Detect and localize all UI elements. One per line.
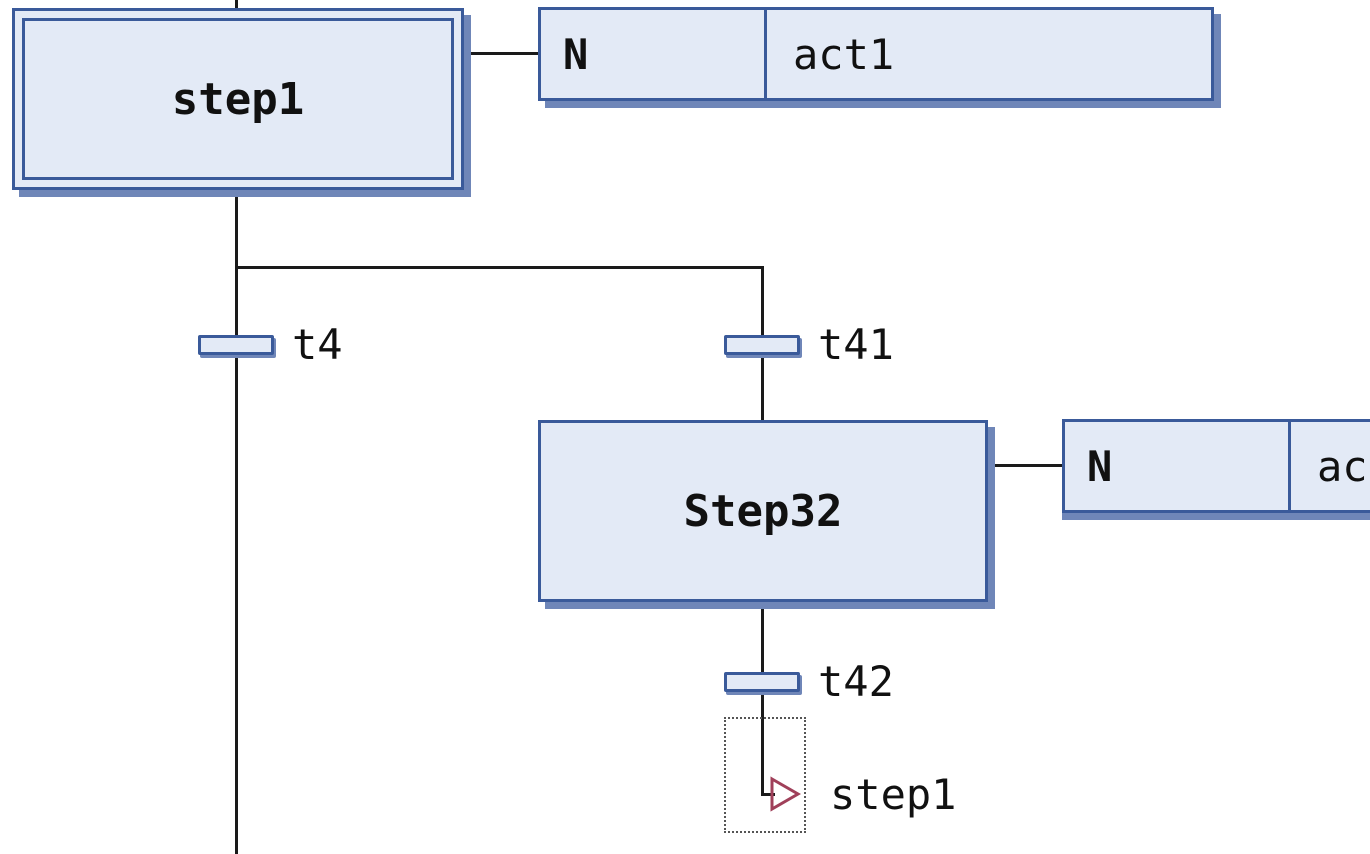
step-label: step1 — [171, 73, 305, 125]
action-block-step1[interactable]: N act1 — [538, 7, 1214, 101]
link-step32-action — [988, 464, 1064, 467]
jump-target-label: step1 — [830, 770, 957, 819]
qualifier-text: N — [563, 29, 589, 79]
link-step32-down — [761, 600, 764, 796]
transition-label-t4: t4 — [292, 320, 343, 369]
transition-t42[interactable] — [724, 672, 800, 692]
link-step1-down — [235, 190, 238, 854]
step-step32[interactable]: Step32 — [538, 420, 988, 602]
action-qualifier: N — [541, 10, 767, 98]
link-jump-foot — [761, 793, 775, 796]
transition-label-t42: t42 — [818, 657, 894, 706]
step-step1[interactable]: step1 — [12, 8, 464, 190]
link-top-to-step1 — [235, 0, 238, 12]
transition-t4[interactable] — [198, 335, 274, 355]
action-name: act1 — [767, 10, 894, 98]
jump-arrow-icon — [770, 776, 802, 812]
step-label: Step32 — [683, 485, 843, 537]
link-step1-action — [464, 52, 540, 55]
transition-label-t41: t41 — [818, 320, 894, 369]
action-block-step32[interactable]: N ac — [1062, 419, 1370, 513]
transition-t41[interactable] — [724, 335, 800, 355]
action-name-text: act1 — [793, 29, 895, 79]
action-qualifier: N — [1065, 422, 1291, 510]
qualifier-text: N — [1087, 441, 1113, 491]
jump-selection-box[interactable] — [724, 717, 806, 833]
action-name-text: ac — [1317, 441, 1368, 491]
action-name: ac — [1291, 422, 1368, 510]
divergence-line — [235, 266, 764, 269]
